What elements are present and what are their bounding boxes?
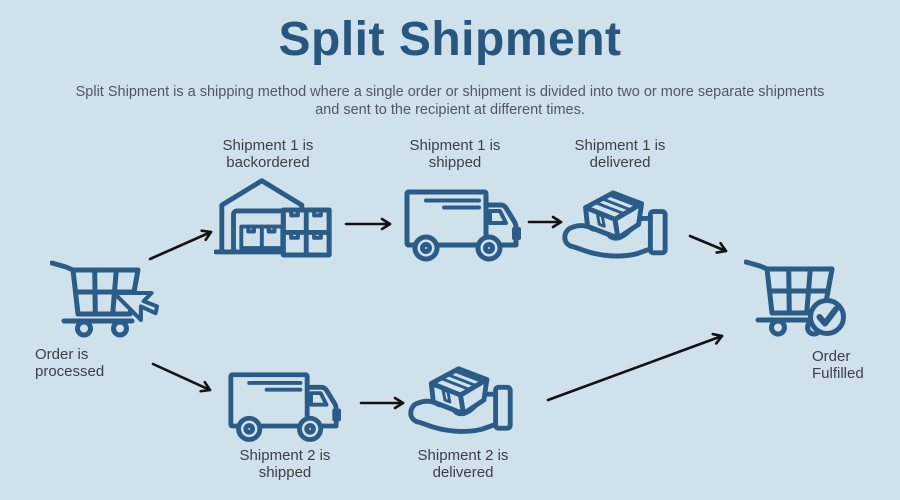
hand-box-icon <box>406 362 518 442</box>
page-subtitle: Split Shipment is a shipping method wher… <box>75 84 825 118</box>
cart-check-icon <box>744 258 856 338</box>
hand-box-icon <box>560 186 673 267</box>
warehouse-boxes-icon <box>214 170 336 263</box>
shipment2-shipped-label: Shipment 2 is shipped <box>239 447 331 482</box>
arrow-delivered2-to-fulfilled <box>546 332 724 402</box>
delivery-truck-icon <box>226 368 341 443</box>
arrow-processed-to-shipped2 <box>151 362 212 393</box>
cart-cursor-icon <box>50 259 162 339</box>
order-fulfilled-label: Order Fulfilled <box>812 348 864 383</box>
arrow-delivered1-to-fulfilled <box>688 234 728 254</box>
shipment1-backordered-label: Shipment 1 is backordered <box>222 137 314 172</box>
shipment2-delivered-label: Shipment 2 is delivered <box>417 447 509 482</box>
order-processed-label: Order is processed <box>35 346 105 381</box>
page-title: Split Shipment <box>278 13 622 66</box>
shipment1-delivered-label: Shipment 1 is delivered <box>574 137 666 172</box>
arrow-processed-to-backordered <box>148 229 213 261</box>
shipment1-shipped-label: Shipment 1 is shipped <box>409 137 501 172</box>
delivery-truck-icon <box>402 185 521 263</box>
